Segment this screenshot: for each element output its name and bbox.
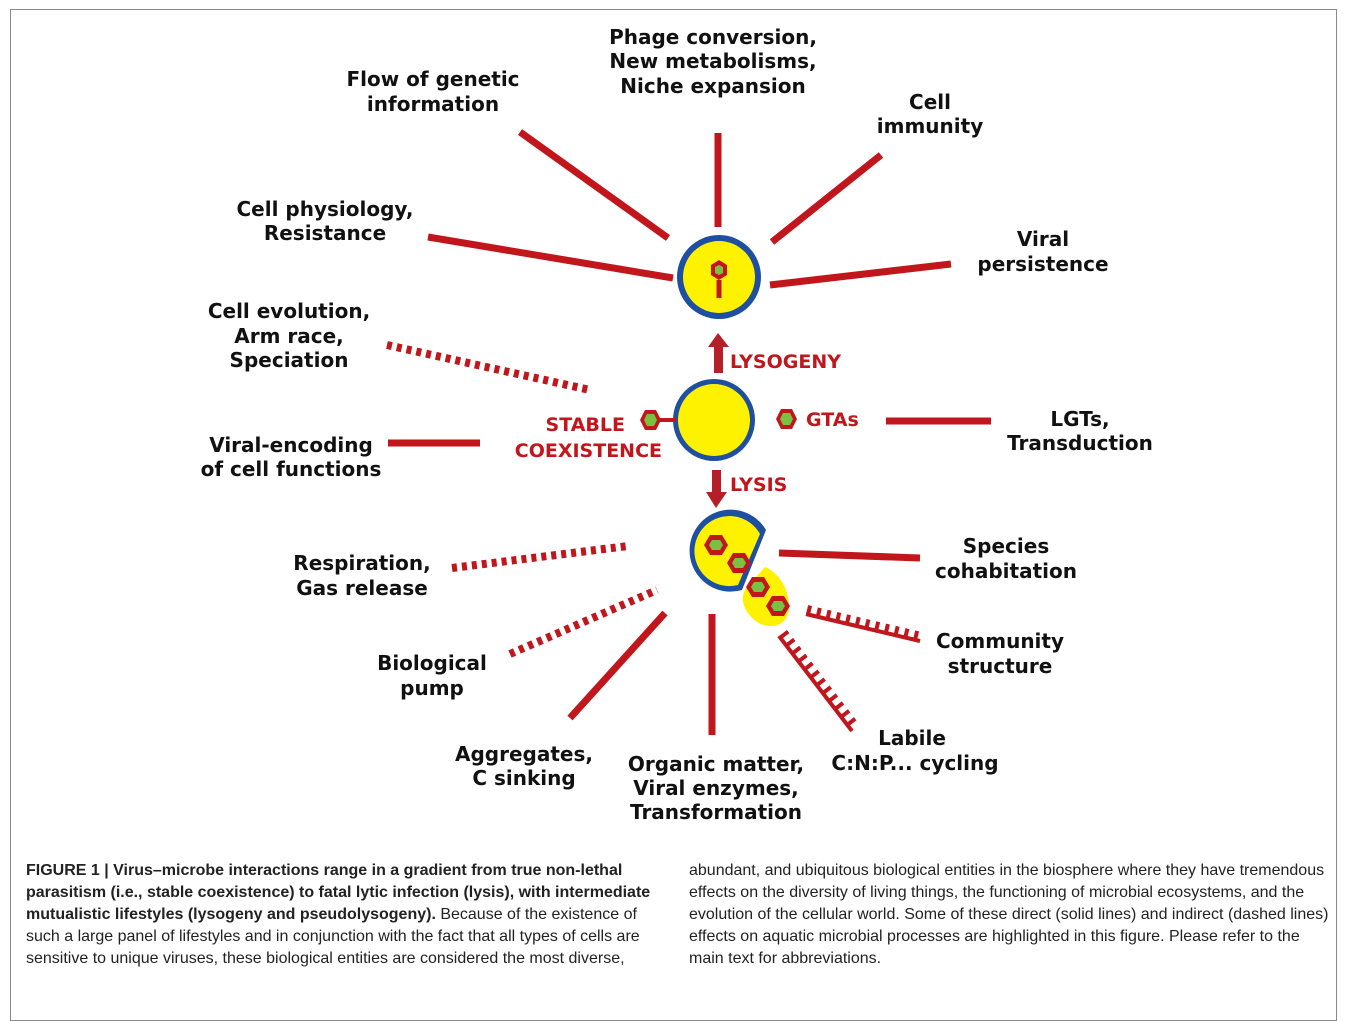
solid-lines: [388, 129, 991, 735]
label-cell-immunity: Cell immunity: [877, 90, 983, 138]
label-cell-physiology: Cell physiology, Resistance: [236, 197, 413, 245]
arrow-lysogeny: [708, 333, 729, 373]
label-cell-evolution: Cell evolution, Arm race, Speciation: [208, 299, 370, 372]
svg-text:Transformation: Transformation: [630, 800, 802, 824]
svg-text:Phage conversion,: Phage conversion,: [609, 25, 817, 49]
caption-text-left: Because of the existence of such a large…: [26, 906, 640, 967]
svg-text:Labile: Labile: [878, 726, 946, 750]
svg-text:C sinking: C sinking: [472, 766, 575, 790]
stable-cell: [658, 379, 755, 461]
label-aggregates: Aggregates, C sinking: [455, 742, 593, 790]
svg-text:New metabolisms,: New metabolisms,: [609, 49, 816, 73]
label-stable-2: COEXISTENCE: [515, 440, 662, 462]
hatched-line-labile: [777, 629, 860, 733]
svg-text:Cell physiology,: Cell physiology,: [236, 197, 413, 221]
svg-text:Aggregates,: Aggregates,: [455, 742, 593, 766]
line-species-cohabitation: [778, 549, 921, 562]
svg-text:Flow of genetic: Flow of genetic: [346, 67, 519, 91]
caption-text-right: abundant, and ubiquitous biological enti…: [689, 862, 1329, 967]
line-viral-persistence: [769, 260, 952, 289]
svg-text:information: information: [367, 92, 499, 116]
svg-text:Species: Species: [963, 534, 1049, 558]
svg-text:Cell: Cell: [909, 90, 951, 114]
label-lysis: LYSIS: [730, 474, 787, 496]
diagram: LYSOGENY LYSIS GTAs STABLE COEXISTENCE P…: [201, 25, 1153, 824]
svg-text:Organic matter,: Organic matter,: [628, 752, 804, 776]
line-flow-genetic: [517, 129, 671, 241]
svg-text:C:N:P... cycling: C:N:P... cycling: [831, 751, 998, 775]
svg-text:persistence: persistence: [977, 252, 1108, 276]
svg-text:Resistance: Resistance: [264, 221, 386, 245]
svg-text:pump: pump: [400, 676, 464, 700]
svg-text:Transduction: Transduction: [1007, 431, 1153, 455]
gta-phage-icon: [776, 409, 797, 429]
svg-text:Viral: Viral: [1017, 227, 1069, 251]
label-organic-matter: Organic matter, Viral enzymes, Transform…: [628, 752, 804, 824]
dotted-lines: [386, 341, 659, 658]
label-lysogeny: LYSOGENY: [730, 351, 841, 373]
line-respiration: [451, 542, 629, 572]
svg-text:Community: Community: [936, 629, 1064, 653]
line-cell-evolution: [386, 341, 591, 394]
free-phage-icon-left: [640, 410, 661, 430]
label-respiration: Respiration, Gas release: [293, 551, 430, 600]
svg-text:Arm race,: Arm race,: [234, 324, 344, 348]
caption-left-column: FIGURE 1 | Virus–microbe interactions ra…: [26, 860, 666, 970]
label-stable-1: STABLE: [546, 414, 625, 436]
arrow-lysis: [706, 470, 727, 508]
caption-title: FIGURE 1 | Virus–microbe interactions ra…: [26, 862, 651, 923]
svg-text:structure: structure: [948, 654, 1053, 678]
svg-text:Biological: Biological: [377, 651, 487, 675]
svg-text:Cell evolution,: Cell evolution,: [208, 299, 370, 323]
svg-text:of cell functions: of cell functions: [201, 457, 382, 481]
line-cell-physiology: [427, 233, 674, 282]
label-labile: Labile C:N:P... cycling: [831, 726, 998, 775]
svg-text:LGTs,: LGTs,: [1050, 407, 1109, 431]
svg-text:immunity: immunity: [877, 114, 983, 138]
label-biological-pump: Biological pump: [377, 651, 487, 700]
lysing-cell: [689, 509, 790, 627]
svg-text:Gas release: Gas release: [296, 576, 428, 600]
label-community-structure: Community structure: [936, 629, 1064, 678]
label-species-cohabitation: Species cohabitation: [935, 534, 1077, 583]
svg-text:Viral-encoding: Viral-encoding: [209, 433, 373, 457]
line-aggregates: [567, 610, 668, 721]
svg-text:Niche expansion: Niche expansion: [620, 74, 805, 98]
svg-text:Speciation: Speciation: [230, 348, 349, 372]
label-gtas: GTAs: [806, 409, 859, 431]
svg-text:cohabitation: cohabitation: [935, 559, 1077, 583]
svg-text:Respiration,: Respiration,: [293, 551, 430, 575]
label-viral-encoding: Viral-encoding of cell functions: [201, 433, 382, 481]
label-viral-persistence: Viral persistence: [977, 227, 1108, 276]
label-flow-genetic: Flow of genetic information: [346, 67, 519, 116]
label-phage-conversion: Phage conversion, New metabolisms, Niche…: [609, 25, 817, 98]
hatched-line-community: [805, 605, 923, 643]
svg-text:Viral enzymes,: Viral enzymes,: [633, 776, 799, 800]
line-cell-immunity: [769, 152, 884, 245]
lysogenic-cell: [677, 235, 761, 319]
integrated-phage-icon: [711, 260, 727, 298]
caption-right-column: abundant, and ubiquitous biological enti…: [689, 860, 1329, 970]
line-biological-pump: [508, 586, 659, 658]
label-lgts: LGTs, Transduction: [1007, 407, 1153, 455]
